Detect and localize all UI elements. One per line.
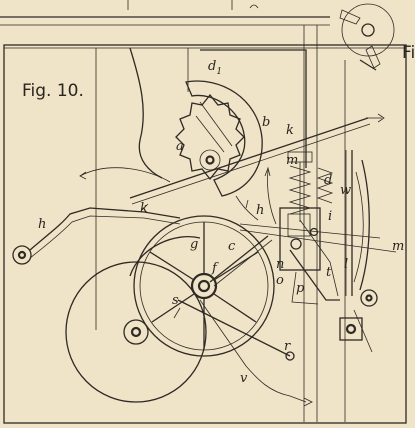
label-i: i (328, 209, 332, 224)
next-figure-fragment (339, 3, 395, 71)
label-d1-subscript: 1 (216, 67, 222, 77)
sector-plate-b (185, 80, 263, 197)
inner-cam-ring (129, 236, 201, 277)
label-a: a (176, 139, 184, 154)
lower-wheel (65, 261, 207, 403)
label-k-lower: k (140, 201, 148, 216)
lever-h-left (12, 207, 181, 265)
label-w: w (340, 183, 351, 198)
label-m: m (392, 239, 404, 254)
rod-c (209, 235, 273, 287)
rail-k-upper (129, 113, 385, 205)
label-g: g (190, 237, 198, 252)
label-l: l (344, 257, 348, 272)
label-k-upper: k (286, 123, 294, 138)
motion-arrows (79, 166, 277, 225)
label-p: p (296, 281, 305, 296)
ratchet-wheel-a (175, 93, 245, 181)
right-rod-l (339, 150, 378, 353)
label-f: f (211, 261, 219, 276)
label-v: v (240, 371, 248, 386)
label-r: r (284, 339, 291, 354)
label-t: t (326, 265, 332, 280)
label-c: c (228, 239, 236, 254)
figure-caption: Fig. 10. (22, 81, 84, 101)
rod-r-v (173, 299, 313, 407)
label-d: d (324, 173, 332, 188)
cam-profile-curve (129, 47, 163, 179)
label-h-left: h (38, 217, 46, 232)
spring-d (287, 151, 334, 222)
slide-assembly (239, 207, 397, 305)
main-spoked-wheel (133, 215, 275, 357)
label-b: b (262, 115, 270, 130)
label-h-middle: h (256, 203, 264, 218)
label-m-upper: m (286, 153, 298, 168)
label-s: s (172, 293, 179, 308)
upper-bracket (200, 49, 307, 168)
figure-frame (3, 25, 407, 424)
label-d1-main: d (208, 59, 216, 74)
label-o: o (276, 273, 284, 288)
label-n: n (276, 257, 284, 272)
next-figure-caption: Fi (402, 43, 415, 63)
label-d1: d1 (208, 59, 222, 77)
top-border-strip (0, 0, 330, 26)
